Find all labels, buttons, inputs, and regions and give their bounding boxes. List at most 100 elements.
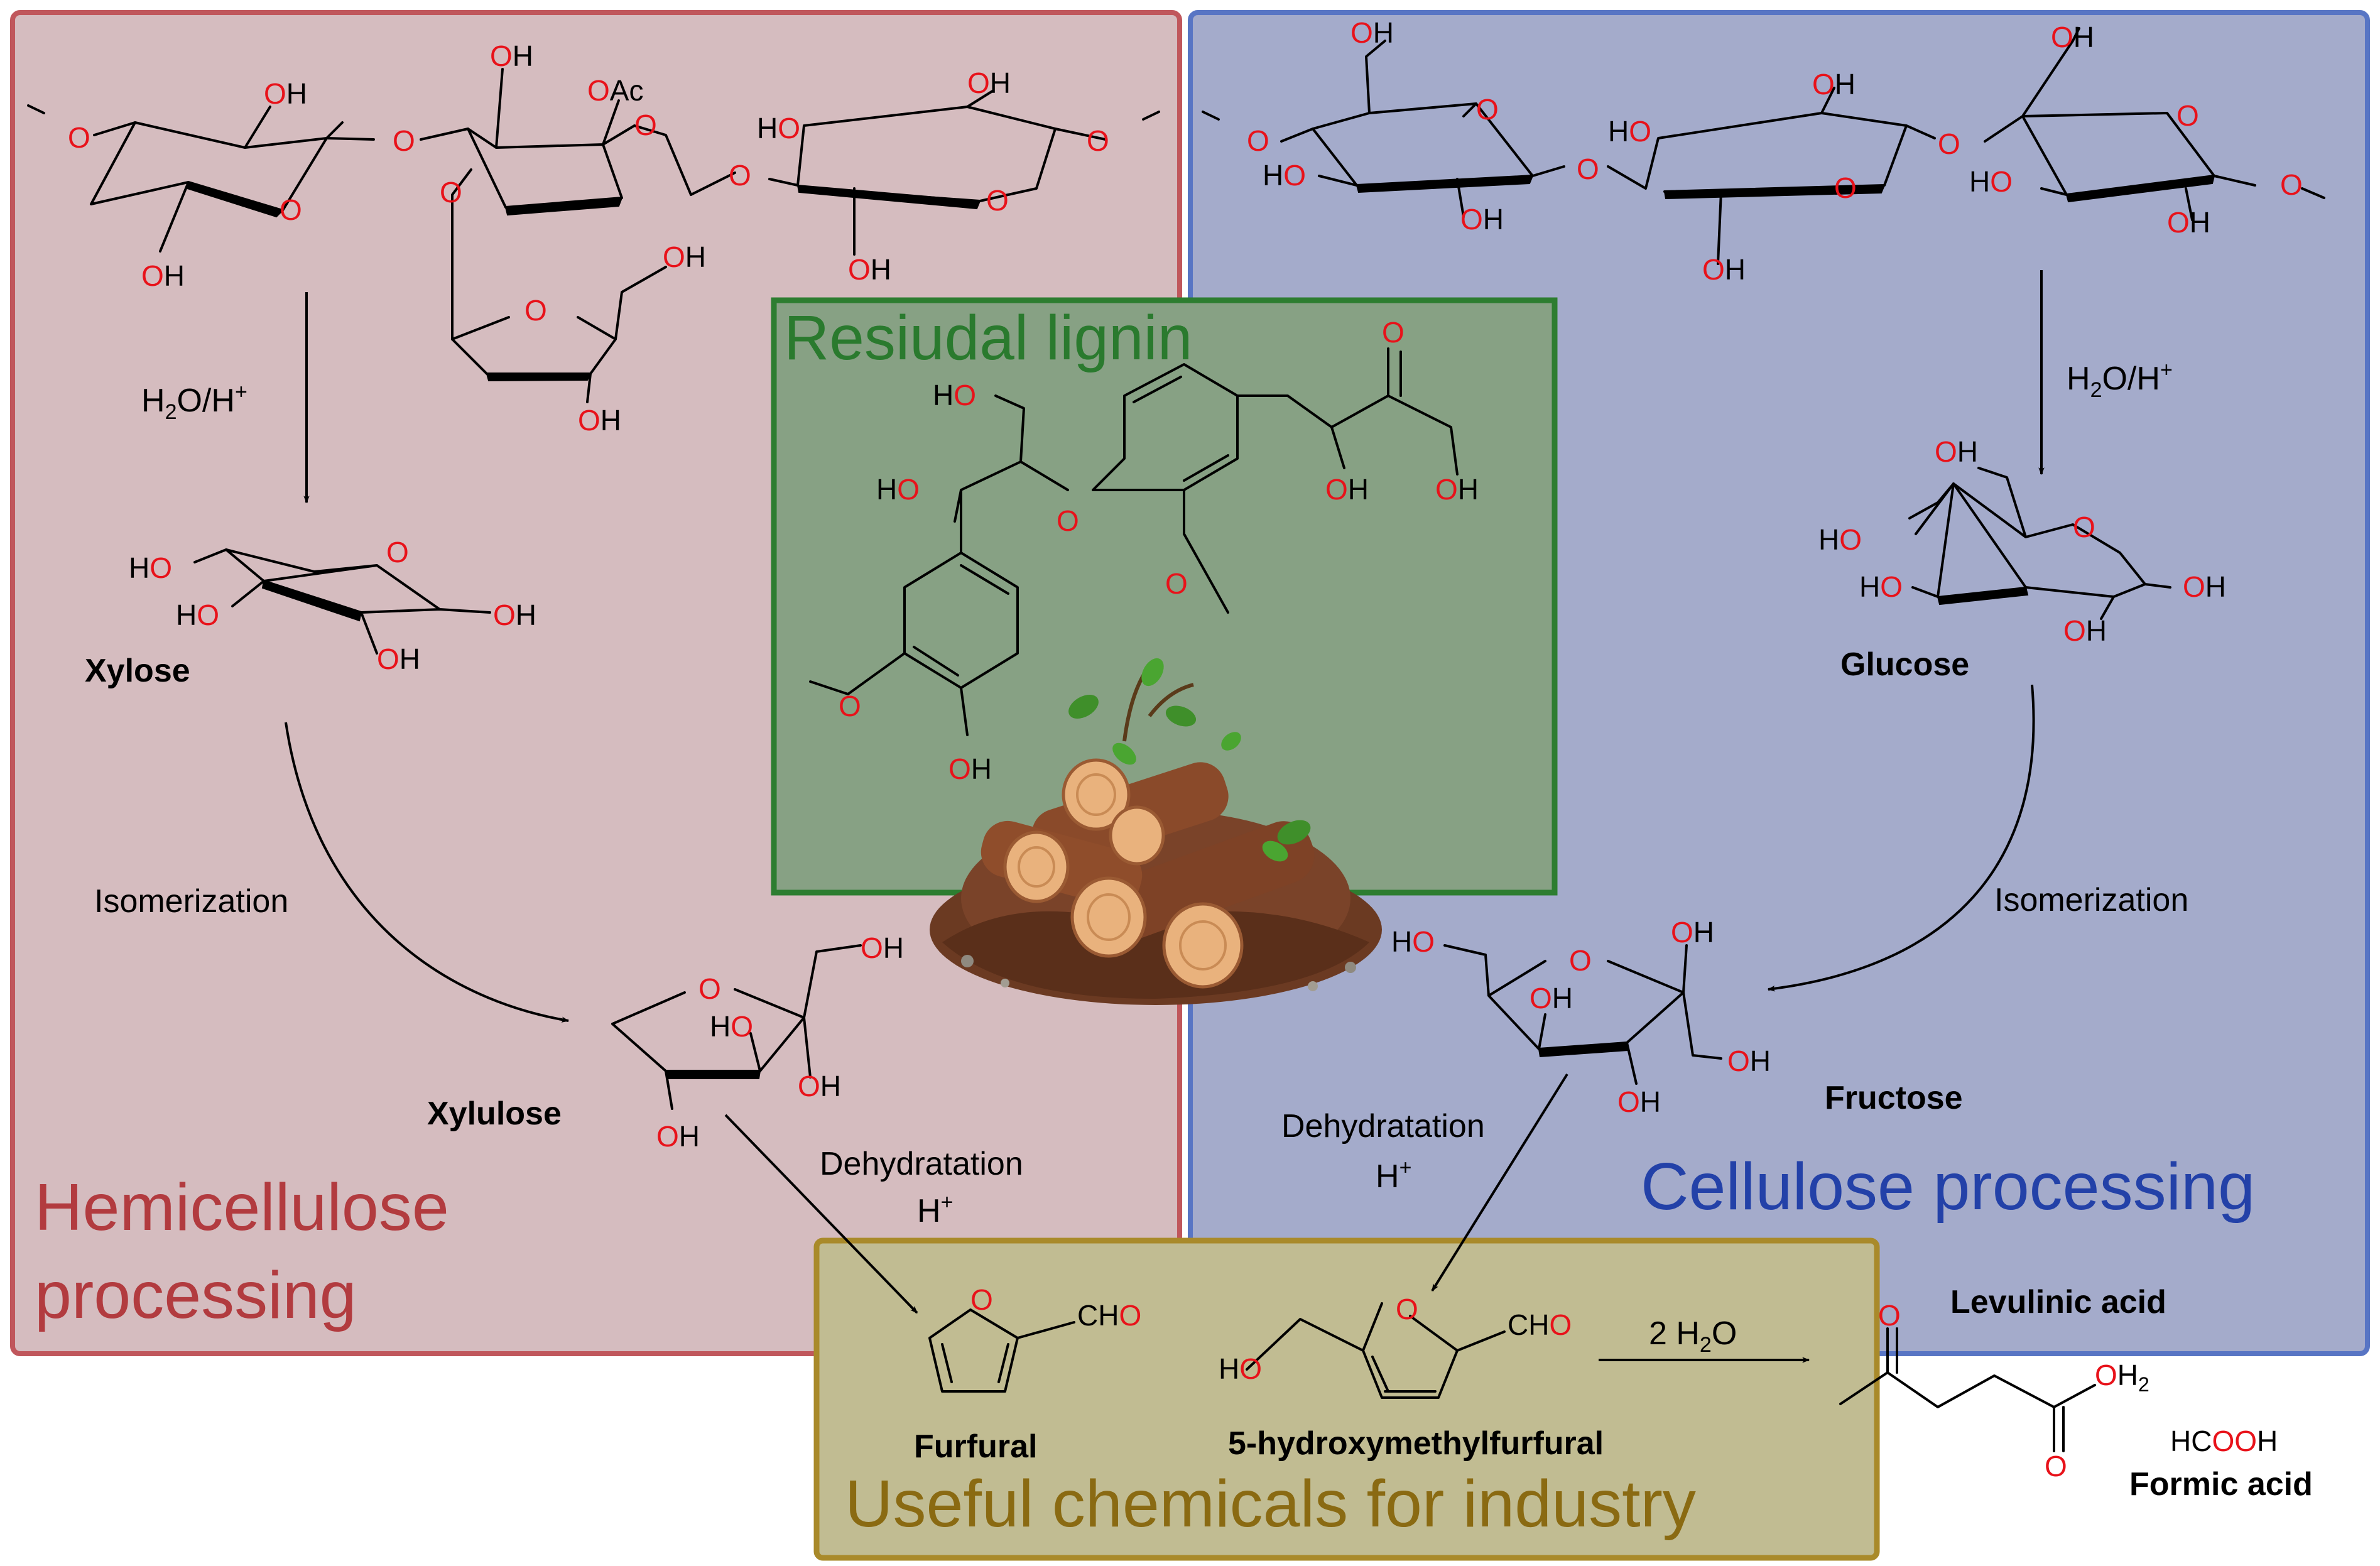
- hemi-isomerization-label: Isomerization: [94, 883, 288, 920]
- svg-text:OH: OH: [1460, 203, 1504, 236]
- svg-text:O: O: [634, 109, 657, 141]
- svg-text:O: O: [1577, 153, 1599, 185]
- svg-text:O: O: [729, 159, 751, 192]
- svg-text:HO: HO: [876, 473, 920, 506]
- svg-text:O: O: [1247, 124, 1269, 157]
- formic-acid-label: Formic acid: [2129, 1466, 2313, 1503]
- svg-text:OH: OH: [656, 1120, 700, 1153]
- svg-text:OH: OH: [264, 77, 307, 110]
- svg-text:OH: OH: [663, 241, 706, 273]
- svg-text:O: O: [1396, 1293, 1418, 1325]
- fructose-label: Fructose: [1825, 1080, 1963, 1116]
- svg-text:HO: HO: [1818, 523, 1862, 556]
- hemicellulose-polymer: [27, 68, 1160, 403]
- svg-text:O: O: [986, 184, 1009, 217]
- lignin-structure: [809, 347, 1459, 736]
- svg-text:O: O: [386, 536, 409, 568]
- water-label: 2 H2O: [1649, 1315, 1737, 1357]
- svg-text:OH: OH: [848, 253, 891, 286]
- hemicellulose-title-line1: Hemicellulose: [35, 1170, 449, 1244]
- svg-text:O: O: [1087, 124, 1109, 157]
- svg-text:O: O: [1938, 128, 1960, 160]
- svg-text:OH: OH: [1671, 916, 1714, 949]
- svg-text:HO: HO: [1859, 570, 1903, 603]
- svg-text:O: O: [1476, 93, 1499, 126]
- glucose-structure: [1908, 467, 2171, 620]
- svg-text:OH: OH: [798, 1070, 841, 1102]
- cellulose-title: Cellulose processing: [1641, 1150, 2255, 1224]
- svg-text:O: O: [839, 690, 861, 722]
- svg-text:O: O: [2045, 1450, 2067, 1482]
- hemi-hydrolysis-condition: H2O/H+: [141, 380, 247, 424]
- svg-text:OH: OH: [861, 932, 904, 964]
- hmf-label: 5-hydroxymethylfurfural: [1228, 1425, 1604, 1462]
- cellulose-polymer: [1202, 27, 2325, 265]
- svg-text:OH: OH: [1530, 982, 1573, 1014]
- svg-text:OH: OH: [1935, 435, 1978, 468]
- svg-text:OH: OH: [2051, 21, 2094, 53]
- svg-text:O: O: [970, 1283, 993, 1316]
- svg-text:OH: OH: [967, 67, 1011, 99]
- svg-text:O: O: [698, 972, 721, 1005]
- svg-text:O: O: [2073, 511, 2095, 543]
- svg-text:O: O: [1382, 316, 1405, 349]
- svg-text:OH: OH: [2063, 614, 2107, 647]
- svg-text:OH: OH: [1812, 68, 1856, 101]
- svg-text:HO: HO: [710, 1010, 753, 1043]
- xylose-label: Xylose: [85, 653, 190, 689]
- hemicellulose-title-line2: processing: [35, 1258, 357, 1332]
- wood-pile-illustration: [930, 658, 1382, 1005]
- svg-text:HO: HO: [1969, 165, 2013, 198]
- furfural-structure: [928, 1308, 1075, 1393]
- formic-acid-formula: HCOOH: [2170, 1425, 2278, 1457]
- svg-text:O: O: [68, 121, 90, 154]
- xylulose-structure: [611, 944, 862, 1110]
- svg-text:O: O: [2176, 99, 2199, 132]
- cell-dehydration-label: Dehydratation: [1281, 1108, 1485, 1145]
- svg-text:HO: HO: [1219, 1352, 1262, 1385]
- svg-text:O: O: [393, 124, 415, 157]
- furfural-label: Furfural: [914, 1428, 1037, 1465]
- svg-text:OH2: OH2: [2095, 1359, 2149, 1396]
- svg-text:O: O: [280, 193, 302, 226]
- xylulose-label: Xylulose: [427, 1096, 562, 1132]
- svg-text:HO: HO: [129, 552, 172, 584]
- chemicals-panel: [813, 1237, 1880, 1561]
- svg-text:CHO: CHO: [1508, 1308, 1572, 1341]
- svg-text:O: O: [1834, 171, 1857, 204]
- svg-text:OH: OH: [1702, 253, 1746, 286]
- svg-text:O: O: [1878, 1299, 1901, 1332]
- svg-text:O: O: [1165, 567, 1188, 600]
- hmf-structure: [1246, 1302, 1506, 1399]
- svg-text:O: O: [524, 294, 547, 327]
- svg-text:HO: HO: [933, 379, 976, 411]
- svg-text:HO: HO: [1391, 925, 1435, 958]
- fructose-structure: [1443, 944, 1722, 1085]
- svg-text:OH: OH: [1727, 1045, 1771, 1077]
- svg-text:OH: OH: [2167, 206, 2210, 239]
- svg-text:OH: OH: [578, 404, 621, 437]
- levulinic-acid-label: Levulinic acid: [1950, 1284, 2166, 1320]
- svg-text:O: O: [2280, 168, 2303, 201]
- chemicals-title: Useful chemicals for industry: [845, 1467, 1696, 1541]
- svg-text:O: O: [440, 176, 462, 209]
- svg-text:HO: HO: [757, 112, 800, 144]
- svg-text:OH: OH: [1325, 473, 1369, 506]
- levulinic-acid-structure: [1839, 1327, 2096, 1452]
- svg-text:OH: OH: [1435, 473, 1479, 506]
- svg-text:O: O: [1569, 944, 1592, 977]
- xylose-structure: [193, 548, 491, 655]
- svg-text:OH: OH: [948, 753, 992, 785]
- hemi-dehydration-label: Dehydratation: [820, 1146, 1023, 1182]
- svg-text:O: O: [1057, 504, 1079, 537]
- svg-text:OH: OH: [1350, 16, 1394, 49]
- svg-text:OAc: OAc: [587, 74, 643, 107]
- svg-text:HO: HO: [1263, 159, 1306, 192]
- svg-text:OH: OH: [490, 40, 533, 72]
- svg-text:OH: OH: [377, 643, 420, 675]
- cell-isomerization-label: Isomerization: [1994, 882, 2188, 918]
- svg-text:OH: OH: [2183, 570, 2226, 603]
- svg-text:HO: HO: [176, 599, 219, 631]
- svg-text:CHO: CHO: [1077, 1299, 1141, 1332]
